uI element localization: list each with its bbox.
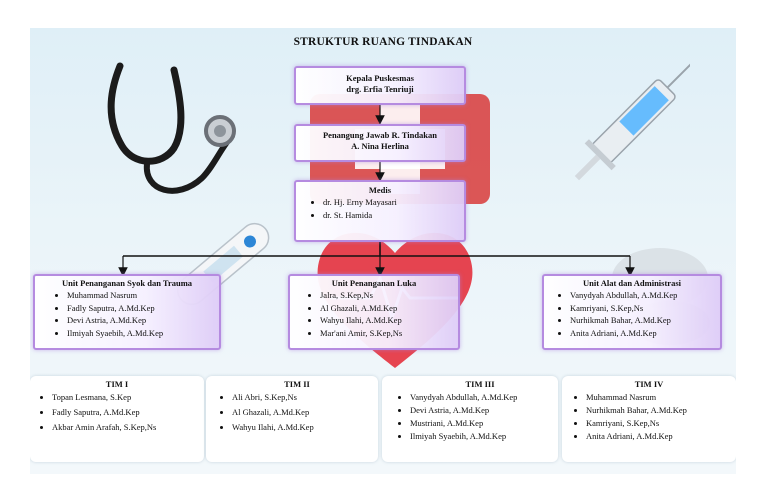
unit-luka-title: Unit Penanganan Luka	[331, 278, 417, 288]
stethoscope-illustration	[107, 62, 236, 194]
unit-alat-administrasi-title: Unit Alat dan Administrasi	[582, 278, 681, 288]
list-item: Muhammad Nasrum	[67, 290, 219, 301]
list-item: Anita Adriani, A.Md.Kep	[570, 328, 720, 339]
tim-4-title: TIM IV	[634, 379, 664, 389]
kepala-box: Kepala Puskesmas drg. Erfia Tenriuji	[294, 66, 466, 105]
tim-2-list: Ali Abri, S.Kep,Ns Al Ghazali, A.Md.Kep …	[206, 392, 378, 433]
unit-alat-administrasi-list: Vanydyah Abdullah, A.Md.Kep Kamriyani, S…	[544, 290, 720, 339]
tim-3-list: Vanydyah Abdullah, A.Md.Kep Devi Astria,…	[382, 392, 558, 442]
list-item: Devi Astria, A.Md.Kep	[67, 315, 219, 326]
list-item: Ilmiyah Syaebih, A.Md.Kep	[67, 328, 219, 339]
tim-2-title: TIM II	[284, 379, 310, 389]
list-item: Vanydyah Abdullah, A.Md.Kep	[570, 290, 720, 301]
kepala-name: drg. Erfia Tenriuji	[346, 84, 414, 94]
syringe-illustration	[574, 58, 690, 181]
list-item: Anita Adriani, A.Md.Kep	[586, 431, 736, 442]
tim-4-box: TIM IV Muhammad Nasrum Nurhikmah Bahar, …	[562, 376, 736, 462]
list-item: Nurhikmah Bahar, A.Md.Kep	[570, 315, 720, 326]
unit-syok-trauma-list: Muhammad Nasrum Fadly Saputra, A.Md.Kep …	[35, 290, 219, 339]
list-item: Wahyu Ilahi, A.Md.Kep	[232, 422, 378, 433]
list-item: Akbar Amin Arafah, S.Kep,Ns	[52, 422, 204, 433]
list-item: Topan Lesmana, S.Kep	[52, 392, 204, 403]
list-item: Kamriyani, S.Kep,Ns	[570, 303, 720, 314]
penanggung-role: Penangung Jawab R. Tindakan	[322, 130, 437, 140]
tim-3-box: TIM III Vanydyah Abdullah, A.Md.Kep Devi…	[382, 376, 558, 462]
penanggung-name: A. Nina Herlina	[351, 141, 409, 151]
list-item: Devi Astria, A.Md.Kep	[410, 405, 558, 416]
list-item: Mar'ani Amir, S.Kep,Ns	[320, 328, 458, 339]
medis-title: Medis	[368, 185, 392, 195]
chart-title: STRUKTUR RUANG TINDAKAN	[293, 36, 473, 48]
tim-2-box: TIM II Ali Abri, S.Kep,Ns Al Ghazali, A.…	[206, 376, 378, 462]
list-item: Jalra, S.Kep,Ns	[320, 290, 458, 301]
tim-1-box: TIM I Topan Lesmana, S.Kep Fadly Saputra…	[30, 376, 204, 462]
org-chart-canvas: STRUKTUR RUANG TINDAKAN Kepala Puskesmas…	[30, 28, 736, 474]
tim-1-title: TIM I	[105, 379, 129, 389]
connector-lines	[118, 105, 635, 277]
list-item: Muhammad Nasrum	[586, 392, 736, 403]
list-item: Vanydyah Abdullah, A.Md.Kep	[410, 392, 558, 403]
tim-1-list: Topan Lesmana, S.Kep Fadly Saputra, A.Md…	[30, 392, 204, 433]
kepala-role: Kepala Puskesmas	[346, 73, 414, 83]
list-item: Kamriyani, S.Kep,Ns	[586, 418, 736, 429]
list-item: Mustriani, A.Md.Kep	[410, 418, 558, 429]
unit-luka-list: Jalra, S.Kep,Ns Al Ghazali, A.Md.Kep Wah…	[290, 290, 458, 339]
unit-alat-administrasi-box: Unit Alat dan Administrasi Vanydyah Abdu…	[542, 274, 722, 350]
unit-syok-trauma-box: Unit Penanganan Syok dan Trauma Muhammad…	[33, 274, 221, 350]
list-item: Ali Abri, S.Kep,Ns	[232, 392, 378, 403]
medis-box: Medis dr. Hj. Erny Mayasari dr. St. Hami…	[294, 180, 466, 242]
tim-4-list: Muhammad Nasrum Nurhikmah Bahar, A.Md.Ke…	[562, 392, 736, 442]
list-item: Ilmiyah Syaebih, A.Md.Kep	[410, 431, 558, 442]
list-item: Al Ghazali, A.Md.Kep	[232, 407, 378, 418]
penanggung-box: Penangung Jawab R. Tindakan A. Nina Herl…	[294, 124, 466, 162]
list-item: Wahyu Ilahi, A.Md.Kep	[320, 315, 458, 326]
list-item: Nurhikmah Bahar, A.Md.Kep	[586, 405, 736, 416]
list-item: Fadly Saputra, A.Md.Kep	[67, 303, 219, 314]
unit-luka-box: Unit Penanganan Luka Jalra, S.Kep,Ns Al …	[288, 274, 460, 350]
list-item: Fadly Saputra, A.Md.Kep	[52, 407, 204, 418]
tim-3-title: TIM III	[465, 379, 495, 389]
list-item: Al Ghazali, A.Md.Kep	[320, 303, 458, 314]
medis-list: dr. Hj. Erny Mayasari dr. St. Hamida	[296, 197, 464, 221]
list-item: dr. Hj. Erny Mayasari	[323, 197, 464, 208]
list-item: dr. St. Hamida	[323, 210, 464, 221]
unit-syok-trauma-title: Unit Penanganan Syok dan Trauma	[61, 278, 193, 288]
